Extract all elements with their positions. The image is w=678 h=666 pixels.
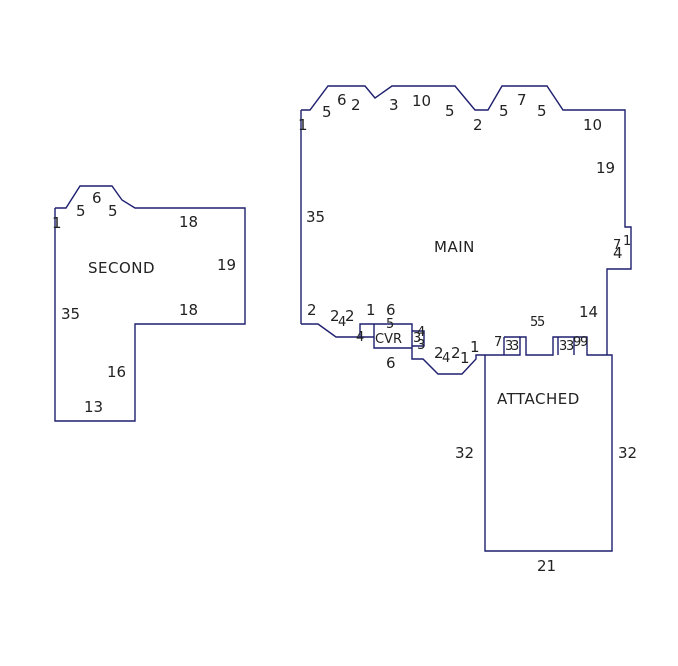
dim-second-bay-left: 5 — [76, 202, 86, 220]
cover-box-outline — [360, 324, 425, 349]
dim-second-bottom: 13 — [84, 398, 103, 416]
dim-main-b5: 6 — [386, 301, 396, 319]
dim-main-c4: 3 — [417, 338, 425, 353]
dim-main-t2: 6 — [337, 91, 347, 109]
main-floor-outline — [300, 85, 632, 355]
dim-main-t1: 5 — [322, 103, 332, 121]
dim-main-left-short: 1 — [298, 116, 308, 134]
garage-notch-left — [503, 336, 520, 355]
dim-main-b4: 1 — [366, 301, 376, 319]
area-label-main: MAIN — [434, 238, 475, 256]
dim-main-t5: 10 — [412, 92, 431, 110]
dim-main-t4: 3 — [389, 96, 399, 114]
dim-main-t6: 5 — [445, 102, 455, 120]
dim-main-c2: 3 — [413, 331, 421, 346]
dim-main-e5: 5 — [537, 315, 545, 330]
dim-main-jog-b: 1 — [623, 234, 631, 249]
dim-main-d2: 4 — [442, 351, 450, 366]
dim-second-inner-top: 18 — [179, 301, 198, 319]
main-bottom-edge — [301, 323, 485, 375]
dim-main-c5: 6 — [386, 354, 396, 372]
dim-main-t7: 2 — [473, 116, 483, 134]
dim-main-d4: 1 — [460, 349, 470, 367]
dim-main-b6: 5 — [386, 317, 394, 332]
dim-main-right-upper: 19 — [596, 159, 615, 177]
dim-main-e3: 3 — [511, 339, 519, 354]
dim-main-top-right: 10 — [583, 116, 602, 134]
dim-main-left: 35 — [306, 208, 325, 226]
dim-main-e2: 3 — [505, 339, 513, 354]
second-floor-outline — [54, 185, 246, 422]
dim-main-jog-a: 7 — [613, 238, 621, 253]
dim-second-bay-mid: 6 — [92, 189, 102, 207]
dim-main-e9: 9 — [580, 335, 588, 350]
dim-main-t10: 5 — [537, 102, 547, 120]
dim-second-top-right: 18 — [179, 213, 198, 231]
dim-main-b3: 2 — [345, 307, 355, 325]
dim-main-b1: 2 — [330, 307, 340, 325]
dim-attached-right: 32 — [618, 444, 637, 462]
dim-main-e6: 3 — [559, 339, 567, 354]
dim-main-e1: 7 — [494, 335, 502, 350]
dim-main-e4: 5 — [530, 315, 538, 330]
area-label-attached: ATTACHED — [497, 390, 580, 408]
dim-second-top-left: 1 — [52, 214, 62, 232]
dim-attached-bottom: 21 — [537, 557, 556, 575]
dim-main-t8: 5 — [499, 102, 509, 120]
dim-main-e7: 3 — [566, 339, 574, 354]
dim-main-d1: 2 — [434, 344, 444, 362]
dim-main-t3: 2 — [351, 96, 361, 114]
dim-main-d5: 1 — [470, 338, 480, 356]
dim-second-inner-side: 16 — [107, 363, 126, 381]
garage-notch-right — [557, 337, 575, 355]
dim-main-b2: 4 — [338, 315, 346, 330]
dim-main-t9: 7 — [517, 91, 527, 109]
area-label-second: SECOND — [88, 259, 155, 277]
dim-main-jog-c: 4 — [613, 244, 623, 262]
dim-main-d3: 2 — [451, 344, 461, 362]
dim-second-left: 35 — [61, 305, 80, 323]
dim-main-bottom-left: 2 — [307, 301, 317, 319]
dim-attached-left: 32 — [455, 444, 474, 462]
dim-second-bay-right: 5 — [108, 202, 118, 220]
dim-main-e8: 9 — [573, 335, 581, 350]
dim-main-right-lower: 14 — [579, 303, 598, 321]
dim-main-c1: 4 — [356, 330, 364, 345]
attached-garage-outline — [484, 336, 613, 552]
dim-second-right: 19 — [217, 256, 236, 274]
area-label-cover: CVR — [375, 332, 402, 347]
dim-main-c3: 4 — [417, 325, 425, 340]
